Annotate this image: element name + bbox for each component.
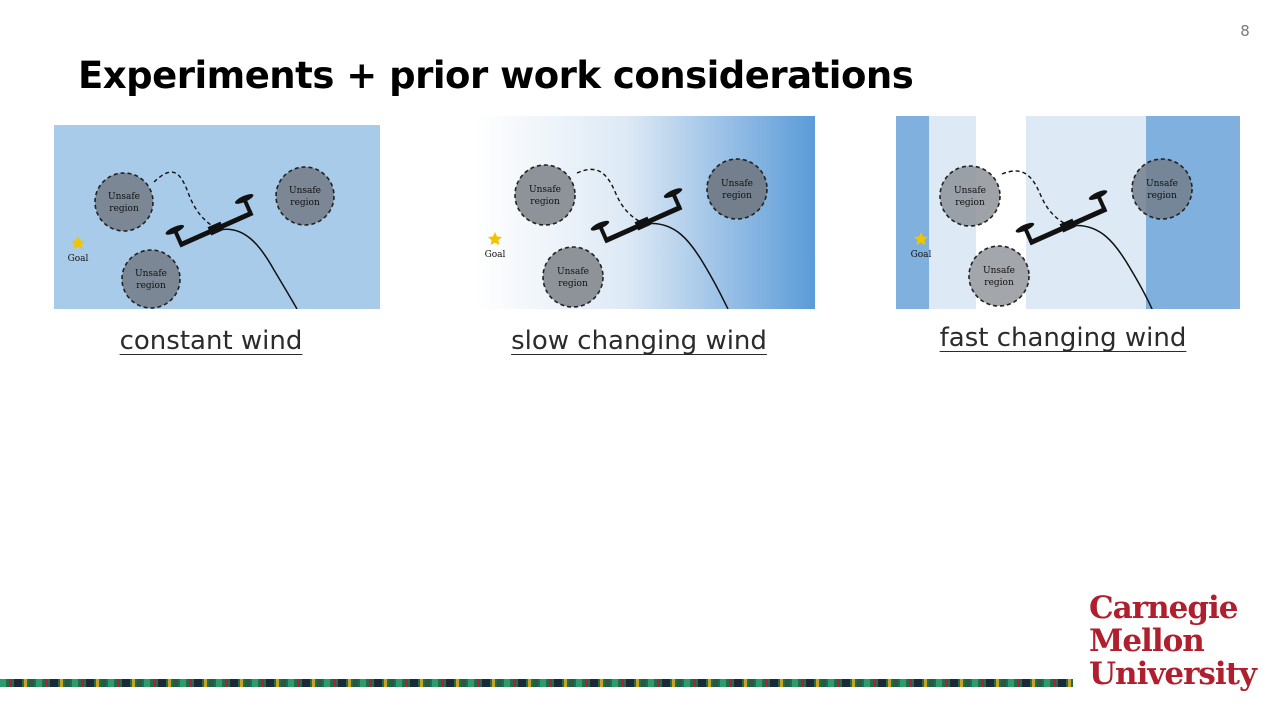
logo-line: Mellon xyxy=(1089,623,1205,659)
unsafe-region-label: Unsafe xyxy=(108,192,140,202)
unsafe-region: Unsafe region xyxy=(275,166,335,226)
logo-line: University xyxy=(1089,656,1257,692)
quadrotor-icon xyxy=(590,188,683,244)
slide-title: Experiments + prior work considerations xyxy=(78,54,914,97)
goal-label: Goal xyxy=(485,250,506,260)
unsafe-region-label: region xyxy=(955,198,985,208)
goal-star-icon xyxy=(914,232,928,245)
unsafe-region-label: Unsafe xyxy=(557,267,589,277)
quadrotor-icon xyxy=(1015,190,1108,246)
unsafe-region-label: Unsafe xyxy=(721,179,753,189)
logo-line: Carnegie xyxy=(1089,590,1239,626)
unsafe-region-label: region xyxy=(136,281,166,291)
unsafe-region: Unsafe region xyxy=(939,165,1001,227)
quadrotor-icon xyxy=(165,194,254,248)
page-number: 8 xyxy=(1240,22,1250,40)
caption-constant-wind: constant wind xyxy=(119,326,303,356)
unsafe-region-label: region xyxy=(1147,191,1177,201)
planned-path xyxy=(1001,170,1071,227)
unsafe-region-label: Unsafe xyxy=(135,269,167,279)
unsafe-region-label: Unsafe xyxy=(983,266,1015,276)
unsafe-region: Unsafe region xyxy=(968,245,1030,307)
diagram-slow-changing-wind: Unsafe region Unsafe region Unsafe regio… xyxy=(475,116,815,309)
unsafe-region-label: region xyxy=(530,197,560,207)
unsafe-region-label: Unsafe xyxy=(1146,179,1178,189)
goal-label: Goal xyxy=(68,254,89,264)
goal-star-icon xyxy=(488,232,502,245)
cmu-logo: Carnegie Mellon University xyxy=(1089,590,1257,692)
unsafe-region: Unsafe region xyxy=(1131,158,1193,220)
unsafe-region-label: Unsafe xyxy=(954,186,986,196)
unsafe-region: Unsafe region xyxy=(542,246,604,308)
unsafe-region-label: region xyxy=(722,191,752,201)
wind-band xyxy=(1026,116,1146,309)
unsafe-region-label: Unsafe xyxy=(529,185,561,195)
goal-star-icon xyxy=(71,236,85,249)
unsafe-region-label: region xyxy=(558,279,588,289)
unsafe-region: Unsafe region xyxy=(706,158,768,220)
unsafe-region-label: region xyxy=(984,278,1014,288)
caption-slow-changing-wind: slow changing wind xyxy=(511,326,767,356)
wind-band xyxy=(896,116,929,309)
flown-path xyxy=(218,228,298,309)
flown-path xyxy=(1069,224,1153,309)
diagram-fast-changing-wind: Unsafe region Unsafe region Unsafe regio… xyxy=(896,116,1240,309)
unsafe-region: Unsafe region xyxy=(514,164,576,226)
unsafe-region-label: Unsafe xyxy=(289,186,321,196)
diagram-constant-wind: Unsafe region Unsafe region Unsafe regio… xyxy=(54,125,380,309)
unsafe-region: Unsafe region xyxy=(94,172,154,232)
unsafe-region: Unsafe region xyxy=(121,249,181,309)
unsafe-region-label: region xyxy=(290,198,320,208)
goal-label: Goal xyxy=(911,250,932,260)
caption-fast-changing-wind: fast changing wind xyxy=(939,323,1187,353)
tartan-stripe xyxy=(0,679,1073,687)
flown-path xyxy=(644,222,729,309)
planned-path xyxy=(576,168,646,225)
planned-path xyxy=(153,171,220,231)
unsafe-region-label: region xyxy=(109,204,139,214)
